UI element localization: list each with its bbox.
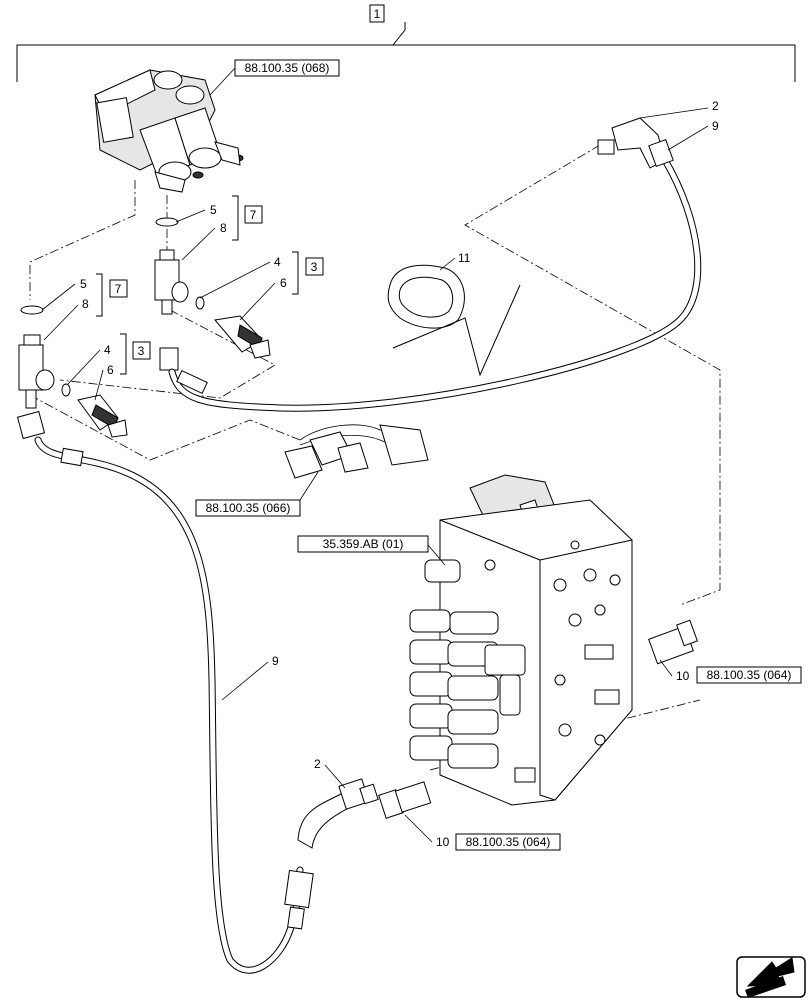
ref-box-fitting-bottom[interactable] [455,833,561,851]
callout-9-mid: 9 [272,654,279,668]
ref-box-fitting-right[interactable] [696,666,802,684]
callout-11: 11 [458,251,471,265]
callout-8-left: 8 [82,297,89,311]
ref-box-7-upper[interactable] [244,205,263,224]
ref-label-control-valve: 35.359.AB (01) [323,537,404,551]
ref-label-fitting-right: 88.100.35 (064) [707,668,792,682]
callout-8-upper: 8 [220,221,227,235]
pressure-switch-upper[interactable] [214,315,271,359]
ref-box-harness[interactable] [195,499,301,517]
arrow-icon[interactable] [736,956,806,998]
callout-10-bottom: 10 [436,835,450,849]
fitting-right[interactable] [648,619,698,665]
ref-box-control-valve[interactable] [297,535,429,553]
callout-10-right: 10 [676,669,690,683]
tee-fitting-upper[interactable] [154,217,205,315]
callout-2-top: 2 [712,99,719,113]
hose-lower[interactable] [16,410,314,974]
ref-label-3-upper: 3 [311,260,318,274]
callout-5-upper: 5 [210,203,217,217]
ref-label-7-upper: 7 [250,208,257,222]
ref-label-fitting-bottom: 88.100.35 (064) [466,835,551,849]
elbow-bottom[interactable] [297,778,379,849]
callout-4-upper: 4 [274,255,281,269]
callout-2-bottom: 2 [314,757,321,771]
callout-5-left: 5 [80,277,87,291]
ref-box-top-valve[interactable] [234,59,340,77]
pressure-switch-left[interactable] [77,394,128,438]
callout-9-top: 9 [712,119,719,133]
gasket[interactable] [387,264,465,329]
callout-6-upper: 6 [280,276,287,290]
ref-box-1[interactable] [369,4,385,23]
ref-label-7-left: 7 [115,282,122,296]
callout-6-left: 6 [107,363,114,377]
ref-box-3-upper[interactable] [305,257,324,276]
pilot-valve-block[interactable] [94,69,244,193]
ref-box-7-left[interactable] [109,279,128,298]
ref-label-top-valve: 88.100.35 (068) [245,61,330,75]
ref-label-1: 1 [374,7,381,21]
ref-label-harness: 88.100.35 (066) [206,501,291,515]
ref-box-3-left[interactable] [132,341,151,360]
hose-upper[interactable] [159,117,702,412]
ref-label-3-left: 3 [138,344,145,358]
tee-fitting-left[interactable] [18,305,71,409]
control-valve-body[interactable] [409,474,633,806]
callout-4-left: 4 [104,343,111,357]
wiring-harness[interactable] [284,424,429,479]
assembly-bracket: 1 [16,4,796,82]
fitting-bottom[interactable] [378,781,432,819]
